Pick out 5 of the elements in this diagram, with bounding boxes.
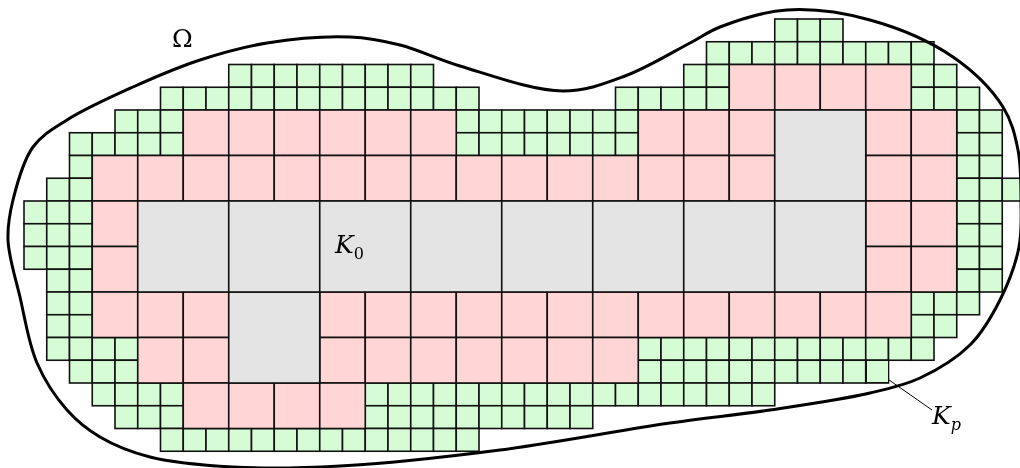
leader-line [888,379,933,411]
grid-square [865,360,889,383]
math-label: K$_{p}$ [932,403,961,433]
math-label: Ω [172,26,193,51]
math-label: K$_{0}$ [335,232,364,262]
